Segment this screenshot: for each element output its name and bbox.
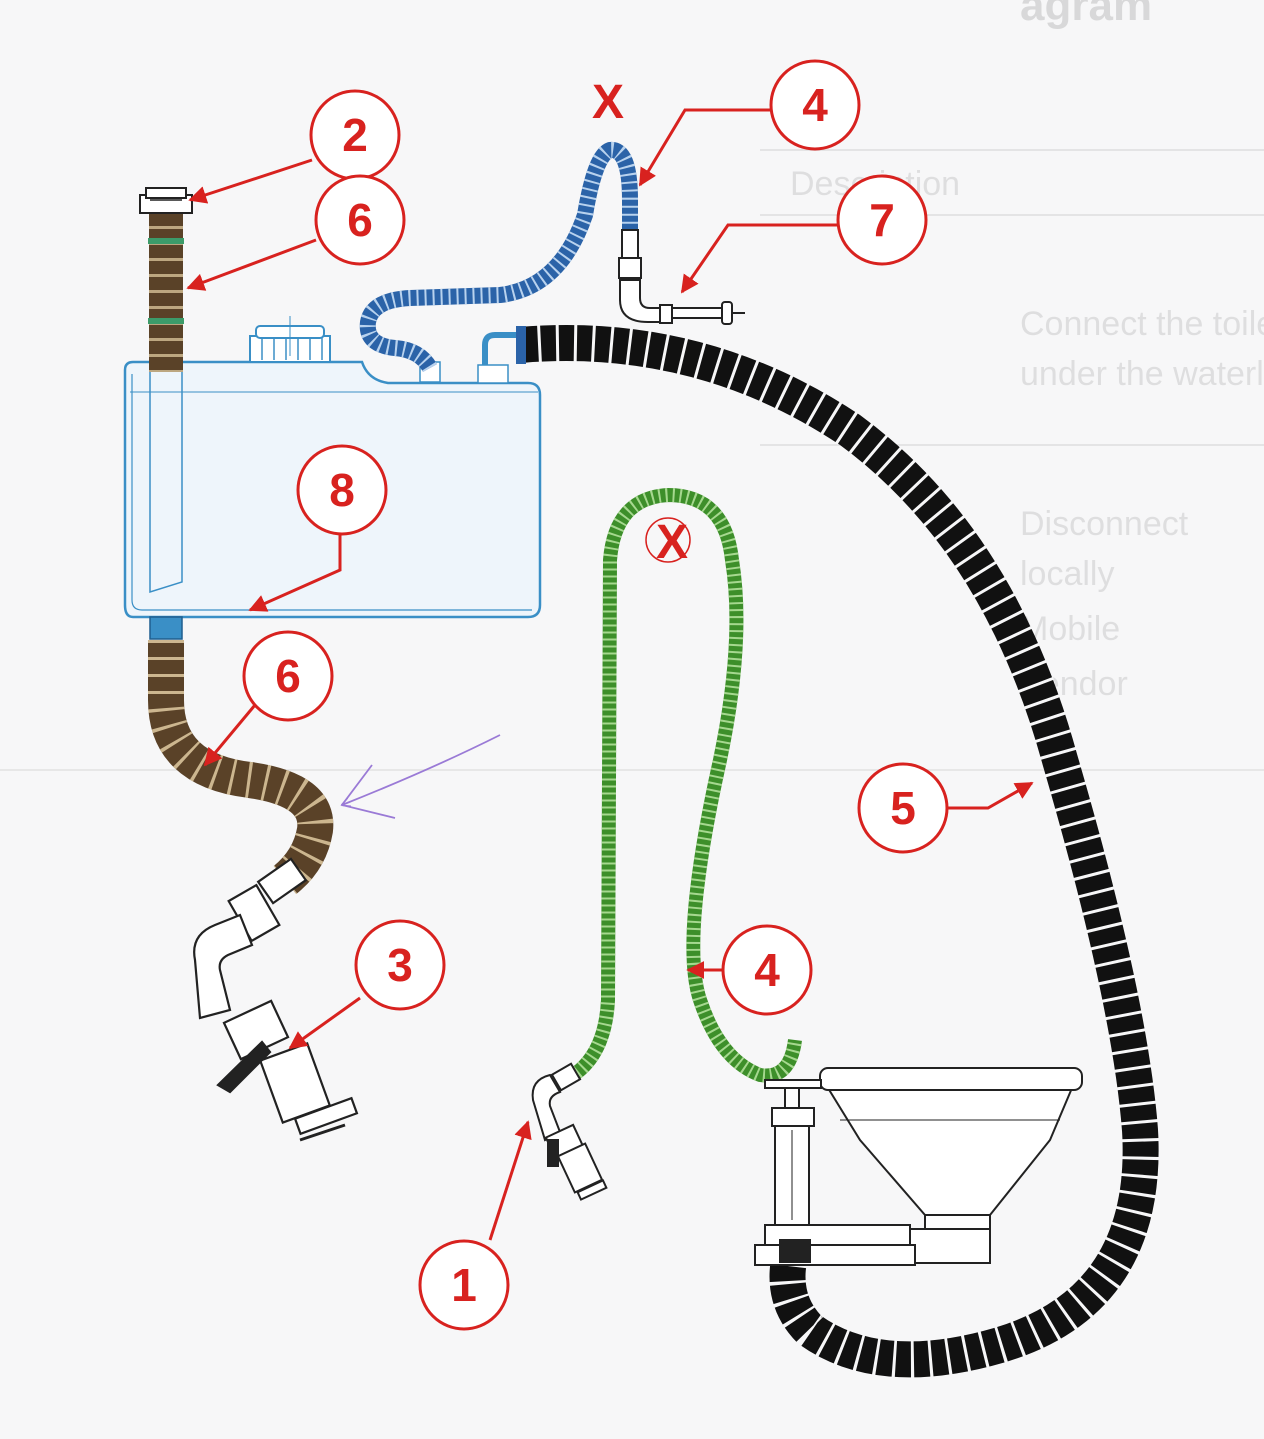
callout-1: 1 xyxy=(418,1120,532,1331)
bg-heading: agram xyxy=(1020,0,1152,30)
callout-6-top: 6 xyxy=(186,174,406,291)
hose-4-vent-blue xyxy=(359,142,638,373)
bg-text-1: Connect the toilet inlet xyxy=(1020,305,1264,343)
callout-8-label: 8 xyxy=(329,464,355,516)
callout-2: 2 xyxy=(188,89,401,204)
tank-inlet-port xyxy=(477,364,509,384)
x-mark-loop: X xyxy=(645,516,691,569)
hose-6-bottom xyxy=(148,640,334,895)
callout-6-top-label: 6 xyxy=(347,194,373,246)
callout-5-label: 5 xyxy=(890,782,916,834)
hose-4-intake-green xyxy=(561,487,802,1087)
tank-cap xyxy=(249,316,331,363)
callout-4-bottom: 4 xyxy=(686,924,813,1016)
x-mark-top: X xyxy=(592,76,624,129)
callout-6-bottom-label: 6 xyxy=(275,650,301,702)
callout-3-label: 3 xyxy=(387,939,413,991)
tank-outlet-port xyxy=(149,616,183,640)
x-mark-loop-label: X xyxy=(656,516,688,569)
hose-5-black xyxy=(516,324,1160,1379)
deck-fitting-2 xyxy=(139,187,193,214)
callout-8: 8 xyxy=(248,444,388,612)
callout-1-label: 1 xyxy=(451,1259,477,1311)
bg-text-2: under the waterline xyxy=(1020,355,1264,393)
callout-5: 5 xyxy=(857,762,1034,854)
bg-text-3: Disconnect xyxy=(1020,505,1189,543)
callout-7-label: 7 xyxy=(869,194,895,246)
vent-fitting-7 xyxy=(618,229,745,325)
callout-4-top: 4 xyxy=(638,59,861,187)
annotation-arrow xyxy=(342,734,501,819)
callout-6-bottom: 6 xyxy=(203,630,334,767)
callout-4-bottom-label: 4 xyxy=(754,944,780,996)
callout-7: 7 xyxy=(680,174,928,294)
callout-4-top-label: 4 xyxy=(802,79,828,131)
seacock-1 xyxy=(531,1062,608,1201)
bg-text-4: locally xyxy=(1020,555,1114,593)
marine-toilet xyxy=(754,1067,1083,1266)
callout-2-label: 2 xyxy=(342,109,368,161)
hose-6-top xyxy=(148,210,184,372)
callout-3: 3 xyxy=(288,919,446,1050)
seacock-3 xyxy=(193,857,359,1142)
